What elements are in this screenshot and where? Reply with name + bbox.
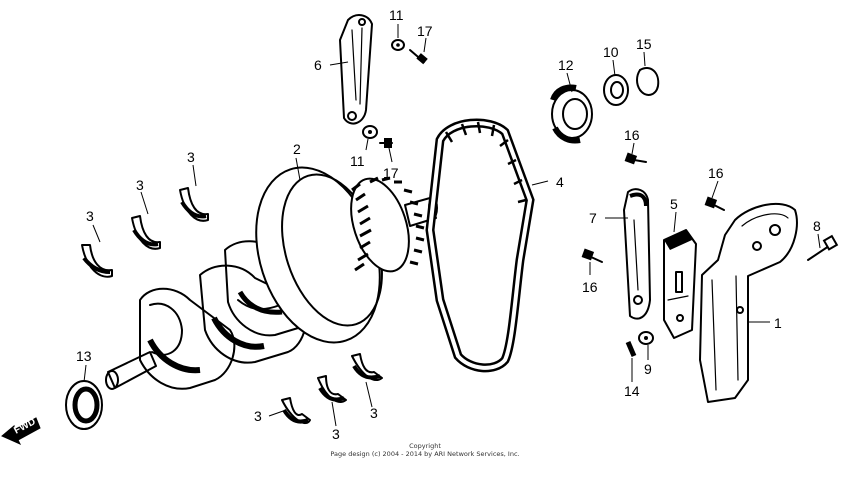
callout-16: 16 <box>708 165 724 181</box>
callout-7: 7 <box>589 210 597 226</box>
main-bearing[interactable] <box>317 375 347 403</box>
forward-direction-arrow: FWD <box>1 416 41 446</box>
callout-3: 3 <box>86 208 94 224</box>
washer[interactable] <box>362 125 378 139</box>
main-bearing[interactable] <box>131 215 161 250</box>
thrust-washer[interactable] <box>603 74 629 106</box>
bolt[interactable] <box>624 152 647 165</box>
callout-3: 3 <box>370 405 378 421</box>
main-bearing[interactable] <box>281 397 311 425</box>
callout-9: 9 <box>644 361 652 377</box>
callout-labels: 1 2 3 3 3 3 3 3 4 5 6 7 8 9 10 11 11 12 … <box>76 7 821 442</box>
chain-guide-rear[interactable] <box>623 188 651 320</box>
bolt[interactable] <box>379 138 393 148</box>
long-bolt[interactable] <box>807 234 839 261</box>
callout-13: 13 <box>76 348 92 364</box>
main-bearing[interactable] <box>351 353 383 381</box>
callout-15: 15 <box>636 36 652 52</box>
dowel-pin[interactable] <box>625 341 637 357</box>
callout-12: 12 <box>558 57 574 73</box>
callout-17: 17 <box>417 23 433 39</box>
callout-8: 8 <box>813 218 821 234</box>
callout-3: 3 <box>136 177 144 193</box>
oil-seal[interactable] <box>65 380 103 430</box>
bolt[interactable] <box>581 248 603 263</box>
callout-2: 2 <box>293 141 301 157</box>
main-bearing[interactable] <box>81 244 113 278</box>
copyright-title: Copyright <box>409 442 441 450</box>
callout-1: 1 <box>774 315 782 331</box>
callout-14: 14 <box>624 383 640 399</box>
leader-lines <box>83 24 821 427</box>
cam-chain[interactable] <box>425 118 535 373</box>
bolt[interactable] <box>409 49 428 65</box>
copyright-notice: Page design (c) 2004 - 2014 by ARI Netwo… <box>330 450 519 458</box>
callout-11: 11 <box>389 7 404 23</box>
callout-3: 3 <box>254 408 262 424</box>
washer[interactable] <box>391 39 405 51</box>
callout-4: 4 <box>556 174 564 190</box>
callout-5: 5 <box>670 196 678 212</box>
chain-tensioner[interactable] <box>663 229 697 339</box>
callout-11: 11 <box>350 153 365 169</box>
circlip[interactable] <box>636 67 660 96</box>
callout-16: 16 <box>624 127 640 143</box>
callout-3: 3 <box>187 149 195 165</box>
bolt[interactable] <box>704 196 725 211</box>
callout-17: 17 <box>383 165 399 181</box>
ball-bearing[interactable] <box>550 84 593 144</box>
callout-16: 16 <box>582 279 598 295</box>
chain-guide-upper[interactable] <box>339 14 373 125</box>
primary-drive-gear[interactable] <box>235 151 438 358</box>
callout-6: 6 <box>314 57 322 73</box>
washer[interactable] <box>638 331 654 345</box>
main-bearing[interactable] <box>179 187 209 222</box>
callout-10: 10 <box>603 44 619 60</box>
cam-chain-cover-plate[interactable] <box>699 202 798 403</box>
callout-3: 3 <box>332 426 340 442</box>
